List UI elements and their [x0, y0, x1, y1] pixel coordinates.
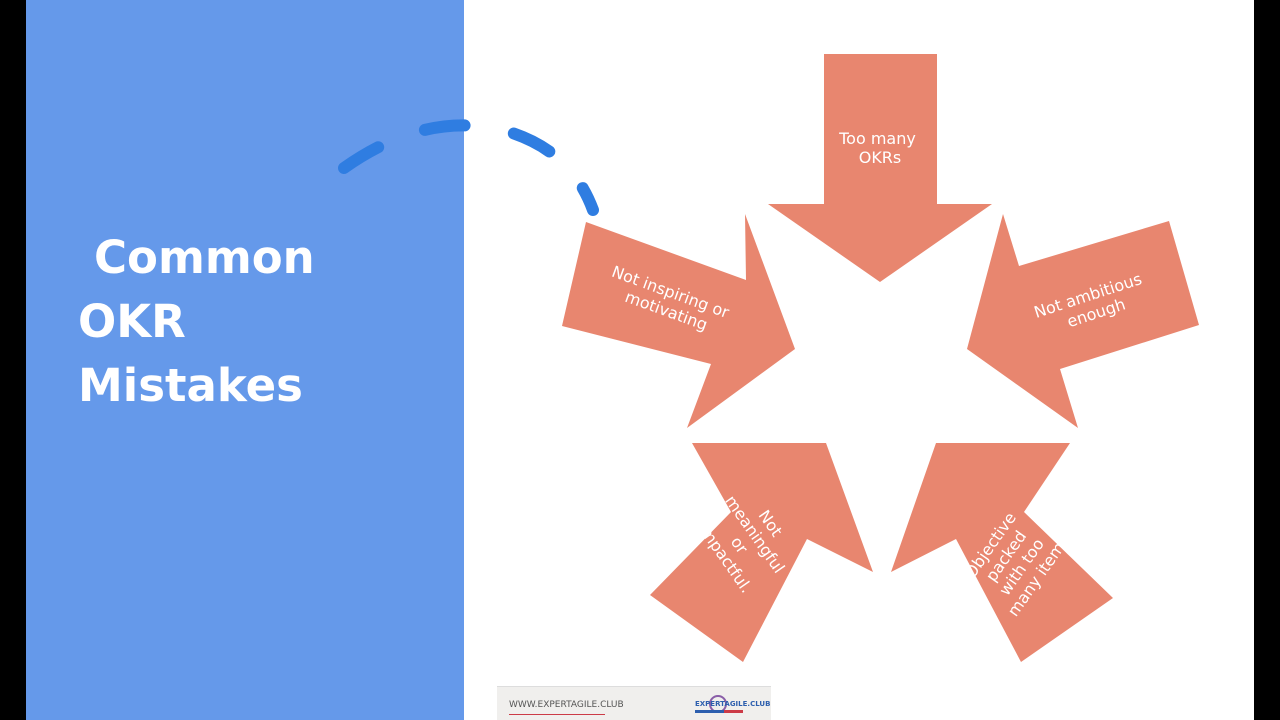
dashed-curve-arrow-icon: [338, 119, 599, 216]
arrow-top-label-line-2: OKRs: [859, 148, 902, 167]
logo-bar: [695, 710, 743, 713]
title-line-okr: OKR: [78, 295, 186, 348]
arrow-bottom-right: Objective packed with too many items: [891, 443, 1113, 662]
arrow-top-label-line-1: Too many: [838, 129, 916, 148]
footer-underline: [509, 714, 605, 715]
title-line-mistakes: Mistakes: [78, 359, 303, 412]
arrow-left: Not inspiring or motivating: [562, 214, 795, 428]
logo-text: EXPERTAGILE.CLUB: [695, 700, 771, 708]
footer-url[interactable]: WWW.EXPERTAGILE.CLUB: [509, 700, 624, 710]
title-line-common: Common: [94, 231, 315, 284]
arrow-top: Too many OKRs: [768, 54, 992, 282]
arrow-bottom-left: Not meaningful or impactful.: [650, 443, 873, 662]
svg-text:Too many OKRs: Too many OKRs: [838, 129, 921, 167]
slide-title: Common OKR Mistakes: [78, 226, 315, 418]
expertagile-logo-icon: EXPERTAGILE.CLUB: [695, 695, 770, 717]
left-panel: Common OKR Mistakes: [26, 0, 464, 720]
arrow-right: Not ambitious enough: [967, 214, 1199, 428]
slide: Common OKR Mistakes Too many OKRs Not in…: [26, 0, 1254, 720]
mistakes-diagram: Too many OKRs Not inspiring or motivatin…: [338, 54, 1199, 662]
footer-banner: WWW.EXPERTAGILE.CLUB EXPERTAGILE.CLUB: [497, 686, 771, 720]
